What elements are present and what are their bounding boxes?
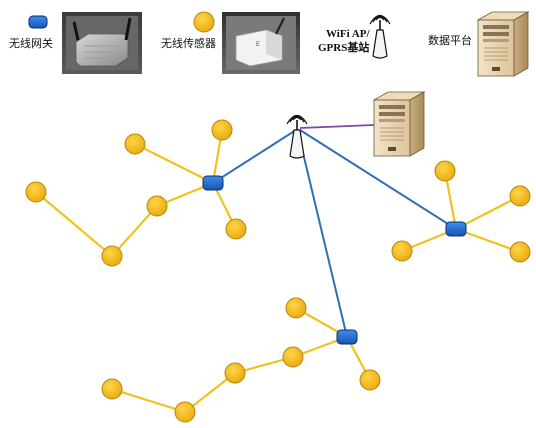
sensor-link bbox=[183, 371, 237, 414]
legend-sensor-label: 无线传感器 bbox=[161, 36, 216, 50]
central-antenna-tower-icon bbox=[286, 114, 308, 159]
gateway-node bbox=[336, 329, 358, 345]
sensor-node bbox=[211, 119, 233, 141]
legend-gateway-label: 无线网关 bbox=[9, 36, 53, 50]
sensor-node bbox=[101, 245, 123, 267]
server-icon bbox=[477, 11, 529, 77]
central-server-icon bbox=[373, 91, 425, 157]
sensor-node bbox=[224, 362, 246, 384]
sensor-node bbox=[285, 297, 307, 319]
sensor-node bbox=[359, 369, 381, 391]
legend-ap-item: WiFi AP/ GPRS基站 bbox=[318, 14, 391, 59]
backbone-link bbox=[297, 131, 348, 338]
sensor-node bbox=[509, 185, 531, 207]
sensor-link bbox=[110, 387, 187, 414]
sensor-node bbox=[174, 401, 196, 423]
sensor-link bbox=[34, 190, 114, 258]
backbone-links bbox=[212, 129, 457, 338]
sensor-node bbox=[146, 195, 168, 217]
gateway-node bbox=[445, 221, 467, 237]
platform-link bbox=[299, 124, 375, 129]
sensor-node bbox=[101, 378, 123, 400]
sensor-link bbox=[454, 194, 522, 231]
sensor-icon bbox=[193, 11, 215, 33]
legend: 无线网关 无线传感器 E bbox=[9, 11, 529, 77]
backbone-link bbox=[299, 129, 457, 230]
sensor-node bbox=[509, 241, 531, 263]
sensor-device-photo: E bbox=[222, 12, 300, 74]
backbone-link bbox=[212, 129, 297, 184]
legend-ap-label-line2: GPRS基站 bbox=[318, 40, 369, 54]
sensor-node bbox=[391, 240, 413, 262]
gateway-icon bbox=[28, 15, 48, 29]
legend-platform-label: 数据平台 bbox=[428, 33, 472, 47]
legend-gateway-item: 无线网关 bbox=[9, 12, 142, 74]
sensor-node bbox=[434, 160, 456, 182]
sensor-node bbox=[225, 218, 247, 240]
gateway-device-photo bbox=[62, 12, 142, 74]
svg-text:E: E bbox=[256, 42, 260, 48]
sensor-node bbox=[25, 181, 47, 203]
legend-ap-label-line1: WiFi AP/ bbox=[326, 28, 370, 40]
antenna-tower-icon bbox=[369, 14, 391, 59]
sensor-link bbox=[133, 142, 215, 185]
legend-sensor-item: 无线传感器 E bbox=[161, 11, 300, 74]
sensor-node bbox=[282, 346, 304, 368]
gateways bbox=[202, 175, 467, 345]
legend-platform-item: 数据平台 bbox=[428, 11, 529, 77]
sensors bbox=[25, 119, 531, 423]
sensor-node bbox=[124, 133, 146, 155]
gateway-node bbox=[202, 175, 224, 191]
sensor-link bbox=[110, 204, 159, 258]
sensor-link bbox=[454, 227, 522, 254]
